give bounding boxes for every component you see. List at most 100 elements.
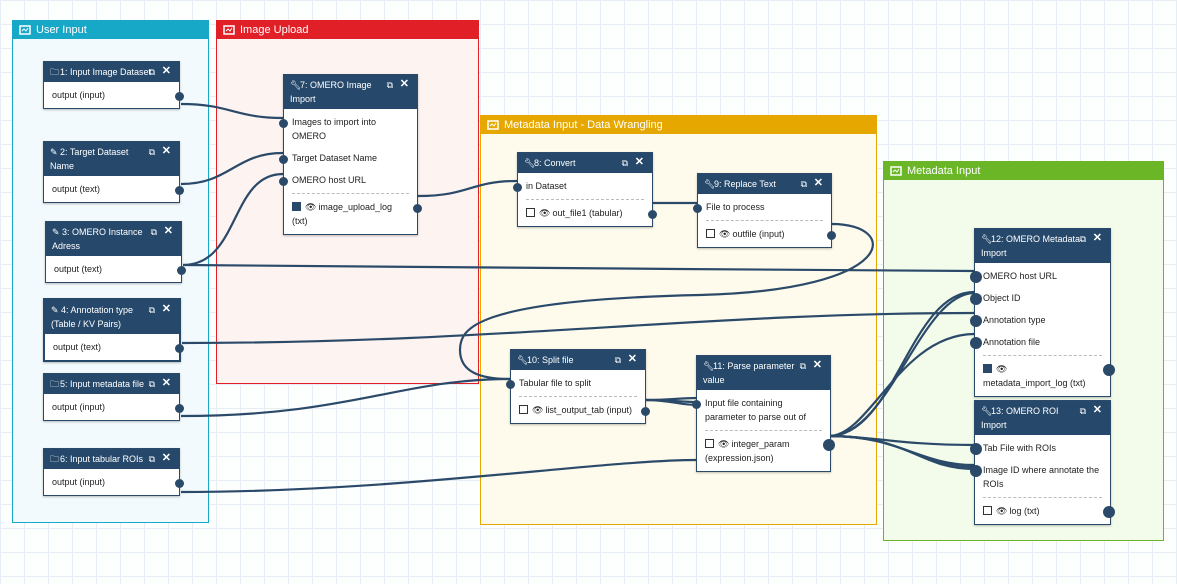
node-target-dataset-name[interactable]: ✎2: Target Dataset Name⧉✕ output (text) — [43, 141, 184, 203]
frame-icon — [19, 25, 31, 35]
copy-icon[interactable]: ⧉ — [1079, 234, 1086, 244]
copy-icon[interactable]: ⧉ — [150, 227, 157, 237]
close-icon[interactable]: ✕ — [161, 65, 171, 77]
node-convert[interactable]: 🔧︎8: Convert⧉✕ in Dataset 👁︎out_file1 (t… — [513, 152, 657, 227]
close-icon[interactable]: ✕ — [627, 353, 637, 365]
output-terminal[interactable] — [827, 231, 836, 240]
copy-icon[interactable]: ⧉ — [148, 147, 155, 157]
output-terminal[interactable] — [1103, 364, 1115, 376]
eye-icon[interactable]: 👁︎ — [719, 229, 731, 239]
copy-icon[interactable]: ⧉ — [1079, 406, 1086, 416]
eye-icon[interactable]: 👁︎ — [305, 202, 317, 212]
node-omero-image-import[interactable]: 🔧︎7: OMERO Image Import⧉✕ Images to impo… — [279, 74, 422, 235]
node-split-file[interactable]: 🔧︎10: Split file⧉✕ Tabular file to split… — [506, 349, 650, 424]
input-terminal[interactable] — [692, 400, 701, 409]
close-icon[interactable]: ✕ — [161, 452, 171, 464]
output-checkbox[interactable] — [705, 439, 714, 448]
input-terminal[interactable] — [970, 315, 982, 327]
output-terminal[interactable] — [175, 404, 184, 413]
node-title: 11: Parse parameter value — [703, 361, 795, 385]
node-output: output (input) — [44, 396, 184, 418]
node-output: output (text) — [45, 336, 184, 358]
close-icon[interactable]: ✕ — [634, 156, 644, 168]
output-terminal[interactable] — [175, 92, 184, 101]
output-label: output (input) — [52, 477, 106, 487]
output-checkbox[interactable] — [526, 208, 535, 217]
node-input: Annotation file — [970, 331, 1110, 353]
output-terminal[interactable] — [177, 266, 186, 275]
input-label: Input file containing parameter to parse… — [705, 398, 807, 422]
input-terminal[interactable] — [970, 293, 982, 305]
input-label: Target Dataset Name — [292, 153, 378, 163]
close-icon[interactable]: ✕ — [161, 145, 171, 157]
node-annotation-type[interactable]: ✎4: Annotation type (Table / KV Pairs)⧉✕… — [43, 298, 184, 362]
eye-icon[interactable]: 👁︎ — [996, 506, 1008, 516]
close-icon[interactable]: ✕ — [813, 177, 823, 189]
eye-icon[interactable]: 👁︎ — [532, 405, 544, 415]
input-terminal[interactable] — [970, 271, 982, 283]
input-terminal[interactable] — [279, 177, 288, 186]
node-input-image-dataset[interactable]: 🗀1: Input Image Dataset⧉✕ output (input) — [43, 61, 184, 109]
output-checkbox[interactable] — [519, 405, 528, 414]
output-terminal[interactable] — [413, 204, 422, 213]
close-icon[interactable]: ✕ — [161, 303, 171, 315]
input-label: Annotation file — [983, 337, 1041, 347]
node-input: Annotation type — [970, 309, 1110, 331]
output-terminal[interactable] — [648, 210, 657, 219]
eye-icon[interactable]: 👁︎ — [718, 439, 730, 449]
node-omero-metadata-import[interactable]: 🔧︎12: OMERO Metadata Import⧉✕ OMERO host… — [970, 228, 1115, 397]
copy-icon[interactable]: ⧉ — [148, 379, 155, 389]
output-checkbox[interactable] — [983, 364, 992, 373]
copy-icon[interactable]: ⧉ — [621, 158, 628, 168]
wrench-icon: 🔧︎ — [704, 179, 716, 189]
copy-icon[interactable]: ⧉ — [148, 67, 155, 77]
node-input-tabular-rois[interactable]: 🗀6: Input tabular ROIs⧉✕ output (input) — [43, 448, 184, 496]
output-terminal[interactable] — [175, 186, 184, 195]
output-terminal[interactable] — [175, 479, 184, 488]
close-icon[interactable]: ✕ — [812, 359, 822, 371]
input-terminal[interactable] — [279, 155, 288, 164]
close-icon[interactable]: ✕ — [163, 225, 173, 237]
input-terminal[interactable] — [513, 183, 522, 192]
wrench-icon: 🔧︎ — [981, 234, 993, 244]
node-parse-parameter-value[interactable]: 🔧︎11: Parse parameter value ⧉ ✕ Input file… — [692, 355, 835, 472]
copy-icon[interactable]: ⧉ — [148, 305, 155, 315]
output-terminal[interactable] — [175, 344, 184, 353]
output-label: log (txt) — [1009, 506, 1040, 516]
node-output: 👁︎list_output_tab (input) — [511, 399, 650, 421]
input-terminal[interactable] — [970, 443, 982, 455]
input-terminal[interactable] — [970, 465, 982, 477]
eye-icon[interactable]: 👁︎ — [996, 364, 1008, 374]
node-omero-instance-adress[interactable]: ✎3: OMERO Instance Adress⧉✕ output (text… — [45, 221, 186, 283]
input-terminal[interactable] — [506, 380, 515, 389]
input-label: OMERO host URL — [983, 271, 1058, 281]
output-checkbox[interactable] — [706, 229, 715, 238]
output-label: output (text) — [53, 342, 102, 352]
node-replace-text[interactable]: 🔧︎9: Replace Text⧉✕ File to process 👁︎ou… — [693, 173, 836, 248]
close-icon[interactable]: ✕ — [161, 377, 171, 389]
output-checkbox[interactable] — [983, 506, 992, 515]
close-icon[interactable]: ✕ — [1092, 232, 1102, 244]
output-checkbox[interactable] — [292, 202, 301, 211]
folder-icon: 🗀 — [50, 379, 60, 389]
output-terminal[interactable] — [641, 407, 650, 416]
close-icon[interactable]: ✕ — [1092, 404, 1102, 416]
eye-icon[interactable]: 👁︎ — [539, 208, 551, 218]
folder-icon: 🗀 — [50, 67, 60, 77]
wrench-icon: 🔧︎ — [703, 361, 715, 371]
input-terminal[interactable] — [693, 204, 702, 213]
output-terminal[interactable] — [823, 439, 835, 451]
copy-icon[interactable]: ⧉ — [800, 179, 807, 189]
output-label: metadata_import_log (txt) — [983, 378, 1086, 388]
close-icon[interactable]: ✕ — [399, 78, 409, 90]
output-terminal[interactable] — [1103, 506, 1115, 518]
input-terminal[interactable] — [279, 119, 288, 128]
input-terminal[interactable] — [970, 337, 982, 349]
node-input-metadata-file[interactable]: 🗀5: Input metadata file⧉✕ output (input) — [43, 373, 184, 421]
wrench-icon: 🔧︎ — [517, 355, 529, 365]
copy-icon[interactable]: ⧉ — [148, 454, 155, 464]
node-omero-roi-import[interactable]: 🔧︎13: OMERO ROI Import⧉✕ Tab File with R… — [970, 400, 1115, 525]
copy-icon[interactable]: ⧉ — [614, 355, 621, 365]
copy-icon[interactable]: ⧉ — [799, 361, 806, 371]
copy-icon[interactable]: ⧉ — [386, 80, 393, 90]
